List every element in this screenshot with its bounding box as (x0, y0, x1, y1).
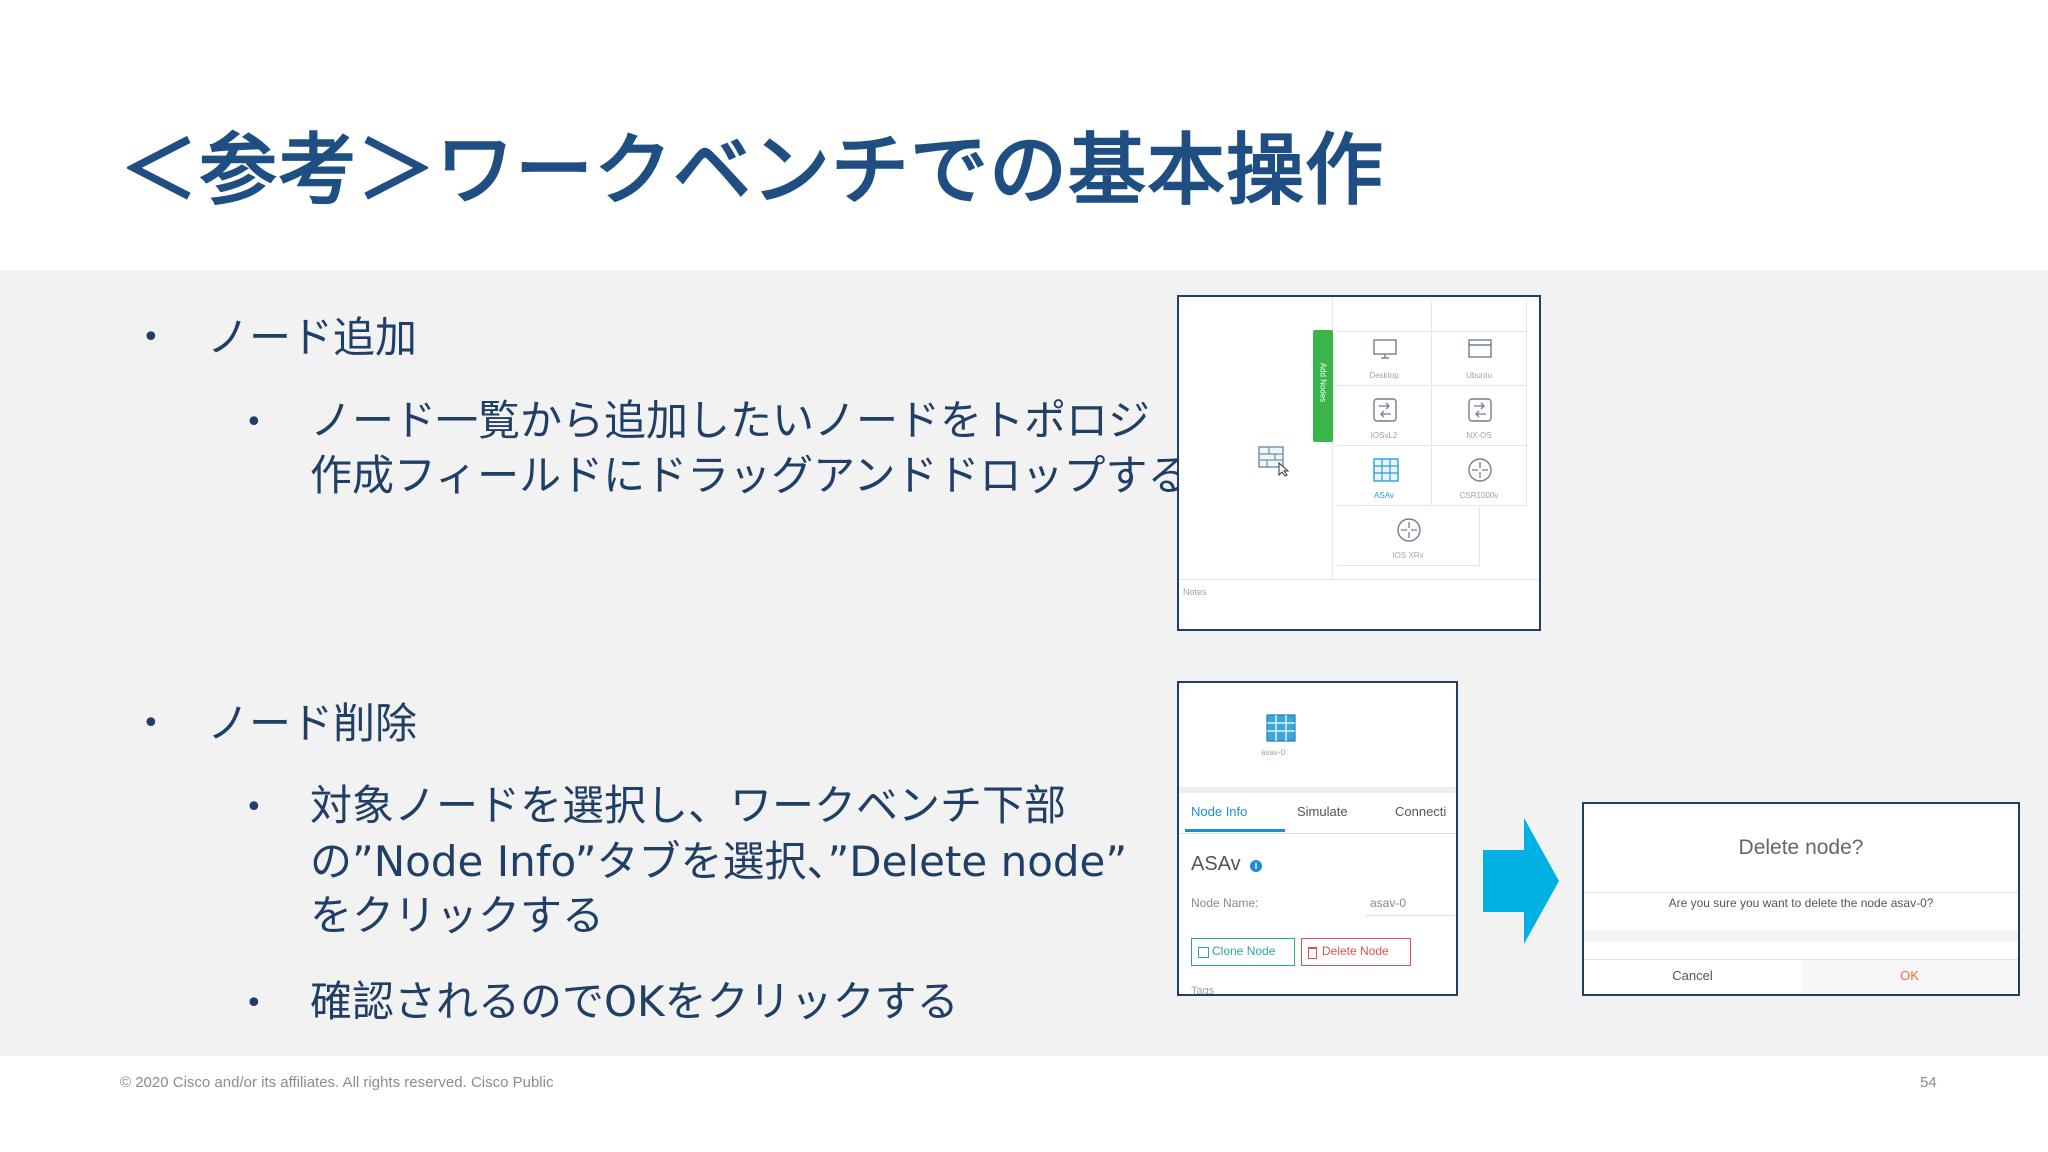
node-name-field[interactable]: asav-0 (1370, 896, 1407, 910)
switch-icon (1468, 398, 1492, 422)
palette-tile-nxos[interactable]: NX-OS (1432, 387, 1527, 446)
divider (1179, 787, 1456, 793)
node-name-label: Node Name: (1191, 896, 1259, 910)
tile-label: Ubuntu (1466, 371, 1492, 380)
bullet-marker: • (142, 706, 160, 741)
tile-label: Desktop (1369, 371, 1399, 380)
firewall-icon (1373, 458, 1399, 482)
tile-label: IOSvL2 (1370, 431, 1398, 440)
tile-label: CSR1000v (1459, 491, 1499, 500)
delete-node-instruction-line2: の”Node Info”タブを選択、”Delete node” (310, 837, 1128, 886)
node-canvas-label: asav-0 (1261, 748, 1286, 757)
window-icon (1468, 339, 1492, 358)
bullet-marker: • (245, 405, 263, 440)
node-info-screenshot: asav-0 Node Info Simulate Connecti ASAv … (1177, 681, 1458, 996)
divider (1179, 833, 1456, 834)
tile-label: NX-OS (1466, 431, 1492, 440)
delete-node-button[interactable]: Delete Node (1301, 938, 1411, 966)
ok-button[interactable]: OK (1801, 960, 2018, 994)
tab-node-info[interactable]: Node Info (1191, 804, 1248, 819)
add-nodes-side-tab[interactable]: Add Nodes (1313, 330, 1333, 442)
router-icon (1468, 458, 1492, 482)
clone-node-button[interactable]: Clone Node (1191, 938, 1295, 966)
add-node-screenshot: Notes Add Nodes Desktop Ubuntu (1177, 295, 1541, 631)
router-icon (1397, 518, 1421, 542)
divider (1584, 959, 2018, 960)
asav-node-icon[interactable] (1265, 713, 1297, 745)
cancel-button[interactable]: Cancel (1584, 960, 1801, 994)
bullet-marker: • (142, 320, 160, 355)
delete-node-label: Delete Node (1322, 944, 1389, 958)
palette-tile-desktop[interactable]: Desktop (1337, 327, 1432, 386)
notes-label: Notes (1183, 587, 1207, 597)
delete-node-heading: ノード削除 (207, 699, 418, 748)
dialog-title: Delete node? (1738, 836, 1864, 859)
palette-tile-asav[interactable]: ASAv (1337, 447, 1432, 506)
palette-tile (1337, 301, 1432, 332)
tab-simulate[interactable]: Simulate (1297, 804, 1348, 819)
tile-label: IOS XRv (1392, 551, 1424, 560)
page-number: 54 (1920, 1074, 1937, 1091)
tags-label: Tags (1191, 985, 1215, 996)
slide-title: ＜参考＞ワークベンチでの基本操作 (120, 126, 1385, 216)
bullet-marker: • (245, 986, 263, 1021)
field-underline (1365, 915, 1455, 916)
add-node-heading: ノード追加 (207, 313, 418, 362)
tab-connectivity[interactable]: Connecti (1395, 804, 1447, 819)
monitor-icon (1373, 339, 1397, 359)
switch-icon (1373, 398, 1397, 422)
delete-node-instruction-line1: 対象ノードを選択し、ワークベンチ下部 (310, 781, 1067, 830)
dialog-spacer (1584, 930, 2018, 942)
palette-tile-iosxrv[interactable]: IOS XRv (1337, 507, 1480, 566)
add-node-instruction-line2: 作成フィールドにドラッグアンドドロップする (310, 451, 1190, 500)
divider (1179, 579, 1539, 580)
palette-tile-ubuntu[interactable]: Ubuntu (1432, 327, 1527, 386)
palette-tile-iosvl2[interactable]: IOSvL2 (1337, 387, 1432, 446)
dialog-message: Are you sure you want to delete the node… (1668, 896, 1934, 910)
palette-tile (1432, 301, 1527, 332)
delete-node-instruction-line3: をクリックする (310, 891, 605, 940)
footer-copyright: © 2020 Cisco and/or its affiliates. All … (120, 1074, 554, 1091)
info-icon[interactable]: i (1250, 860, 1262, 872)
trash-icon (1308, 947, 1317, 959)
palette-tile-csr1000v[interactable]: CSR1000v (1432, 447, 1527, 506)
tile-label: ASAv (1374, 491, 1394, 500)
right-arrow-icon (1483, 818, 1559, 944)
delete-confirm-dialog: Delete node? Are you sure you want to de… (1582, 802, 2020, 996)
dragged-firewall-icon[interactable] (1257, 443, 1291, 477)
add-node-instruction-line1: ノード一覧から追加したいノードをトポロジ (310, 396, 1151, 445)
active-tab-indicator (1185, 829, 1285, 832)
bullet-marker: • (245, 790, 263, 825)
clone-node-label: Clone Node (1212, 944, 1276, 958)
add-nodes-tab-label: Add Nodes (1318, 362, 1328, 403)
clone-icon (1198, 947, 1209, 958)
divider (1584, 892, 2018, 893)
node-type-heading: ASAv (1191, 853, 1241, 875)
confirm-ok-instruction: 確認されるのでOKをクリックする (310, 977, 959, 1026)
